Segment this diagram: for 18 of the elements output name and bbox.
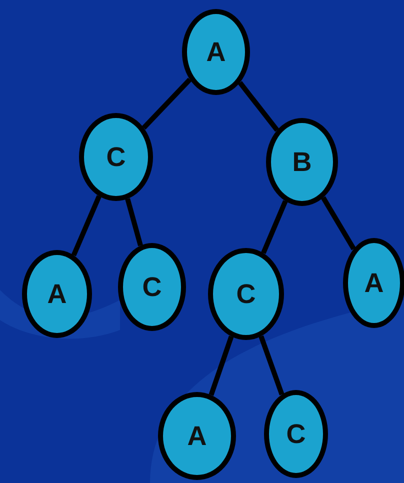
tree-node-ellipse <box>343 238 404 328</box>
connector-line <box>238 81 280 132</box>
node-label: A <box>187 420 207 452</box>
connector-line <box>208 336 234 396</box>
connector-line <box>321 196 356 250</box>
node-label: A <box>364 268 384 298</box>
node-label: B <box>292 146 312 178</box>
node-label: C <box>286 418 306 450</box>
connector-line <box>258 335 284 396</box>
connector-line <box>261 200 288 254</box>
node-label: A <box>206 36 226 68</box>
connector-line <box>125 198 143 246</box>
node-label: A <box>47 278 67 310</box>
connector-line <box>71 195 102 256</box>
connector-line <box>142 78 192 130</box>
node-label: C <box>106 142 126 172</box>
node-label: C <box>142 272 162 302</box>
node-label: C <box>236 278 256 310</box>
